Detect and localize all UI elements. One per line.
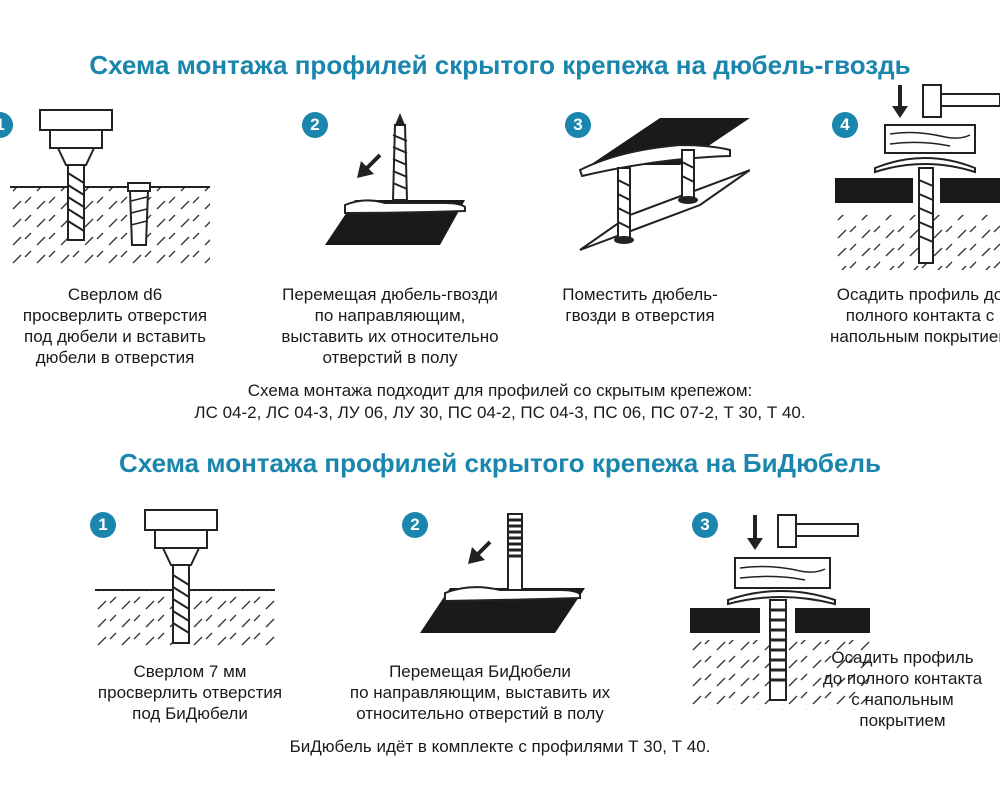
- step2-caption: Перемещая дюбель-гвозди по направляющим,…: [281, 285, 499, 367]
- drill-illustration: [10, 109, 210, 267]
- dowel-nail-illustration: [325, 113, 466, 245]
- step-badge: 3: [692, 512, 718, 538]
- hammer-seating-illustration: [835, 84, 1000, 270]
- bidowel-seating-illustration: [690, 514, 870, 710]
- drill-7mm-illustration: [95, 509, 275, 650]
- step4-caption: Осадить профиль до полного контакта с на…: [829, 285, 1000, 346]
- s2-step1-caption: Сверлом 7 мм просверлить отверстия под Б…: [97, 662, 283, 723]
- step1-caption: Сверлом d6 просверлить отверстия под дюб…: [22, 285, 208, 367]
- step-badge: 3: [565, 112, 591, 138]
- section1-note: Схема монтажа подходит для профилей со с…: [194, 381, 806, 422]
- profile-insert-illustration: [578, 118, 750, 251]
- s2-step2-caption: Перемещая БиДюбели по направляющим, выст…: [349, 662, 611, 723]
- section2-title: Схема монтажа профилей скрытого крепежа …: [119, 448, 881, 478]
- section1-title: Схема монтажа профилей скрытого крепежа …: [89, 50, 911, 80]
- step-badge: 4: [832, 112, 858, 138]
- step-badge: 1: [90, 512, 116, 538]
- section2-note: БиДюбель идёт в комплекте с профилями Т …: [289, 737, 711, 756]
- step-badge: 2: [302, 112, 328, 138]
- step-badge: 2: [402, 512, 428, 538]
- step3-caption: Поместить дюбель- гвозди в отверстия: [562, 285, 718, 325]
- bidowel-illustration: [420, 513, 585, 633]
- s2-step3-caption: Осадить профиль до полного контакта с на…: [822, 648, 983, 730]
- step-badge: 1: [0, 112, 13, 138]
